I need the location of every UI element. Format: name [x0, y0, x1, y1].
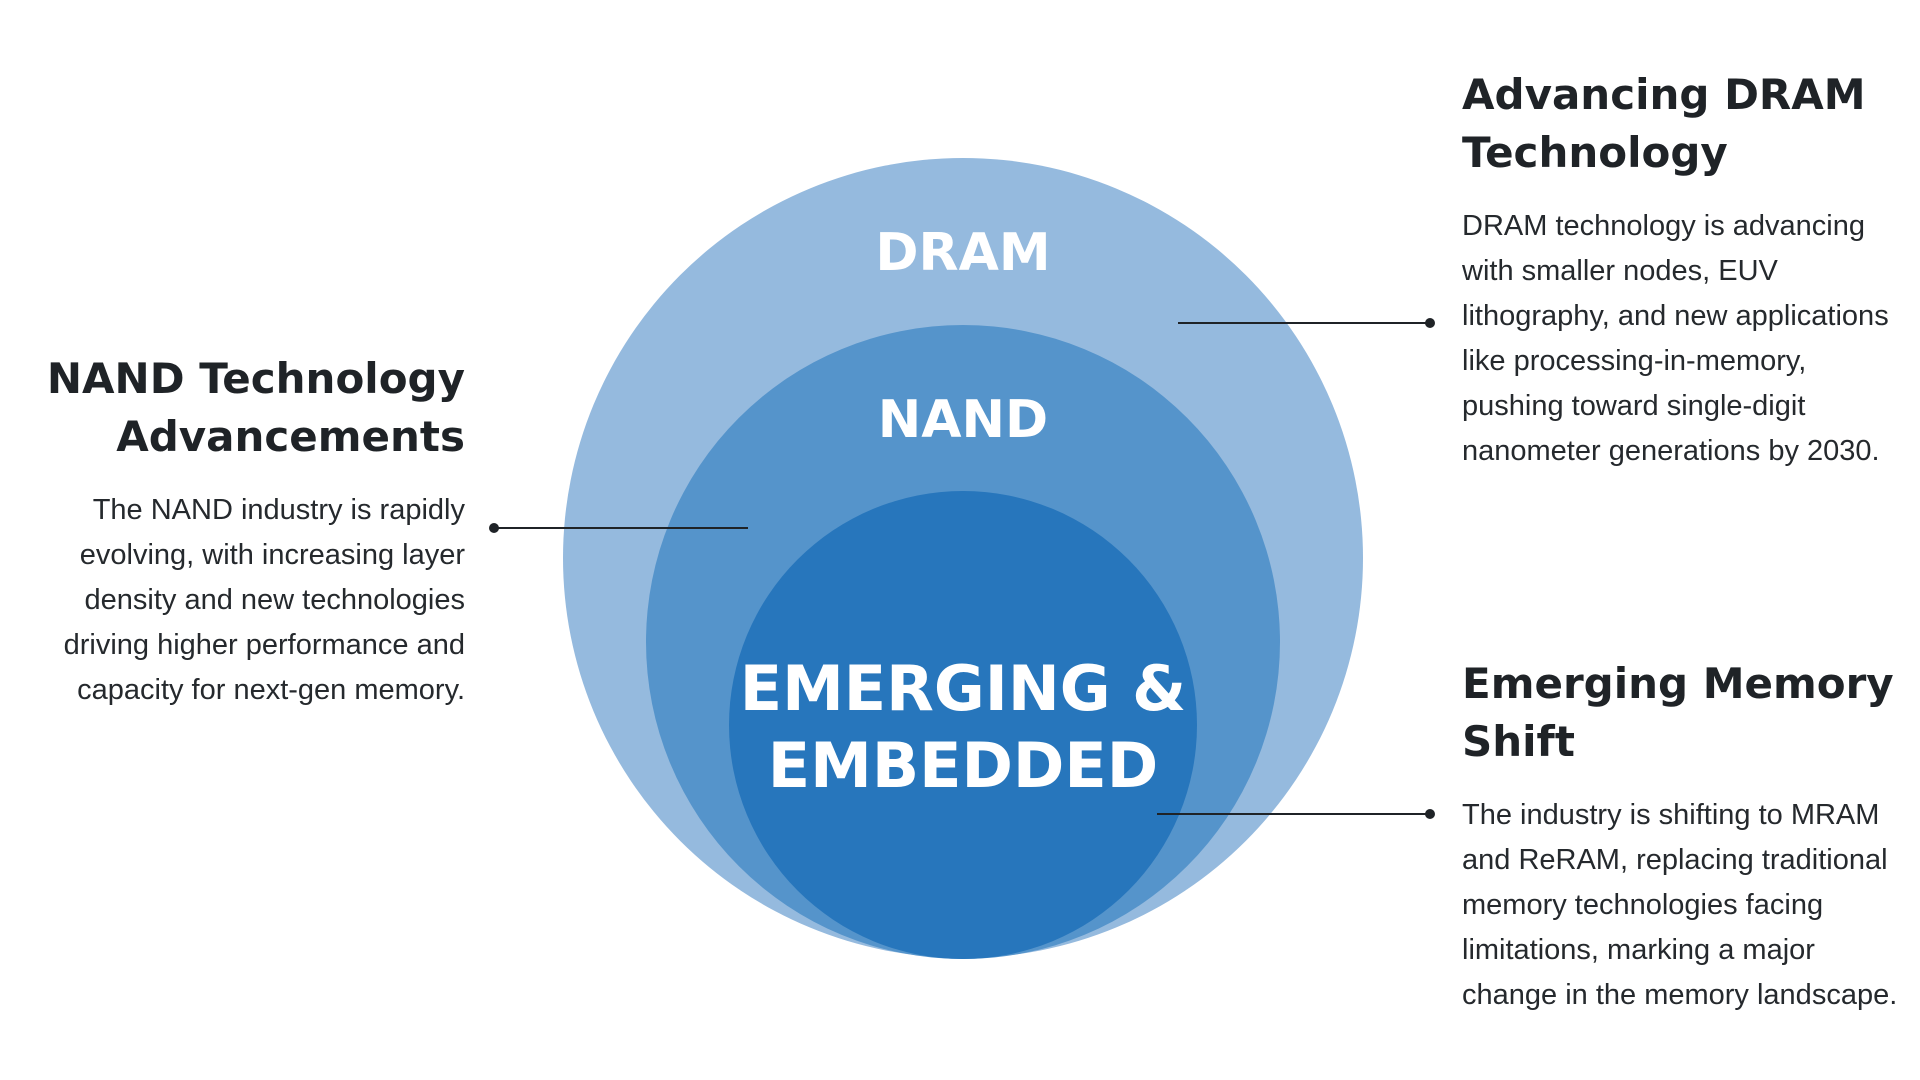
- nand-callout-body-line: evolving, with increasing layer: [79, 539, 465, 571]
- connector-dram-dot: [1425, 318, 1435, 328]
- connector-nand-dot: [489, 523, 499, 533]
- emerging-callout-title-line1: Emerging Memory: [1462, 659, 1894, 708]
- nand-callout-title: NAND Technology Advancements: [28, 350, 465, 466]
- connector-emerging-dot: [1425, 809, 1435, 819]
- dram-callout-body-line: DRAM technology is advancing: [1462, 210, 1865, 242]
- nand-callout-body-line: density and new technologies: [84, 584, 465, 616]
- emerging-callout-body-line: change in the memory landscape.: [1462, 979, 1898, 1011]
- dram-callout-title-line2: Technology: [1462, 128, 1728, 177]
- emerging-circle-label-line1: EMERGING &: [740, 652, 1187, 725]
- emerging-circle-label-line2: EMBEDDED: [768, 729, 1158, 802]
- nand-circle-label: NAND: [878, 390, 1048, 450]
- nand-callout-body-line: driving higher performance and: [63, 629, 465, 661]
- connector-emerging: [1157, 809, 1435, 819]
- emerging-callout-body-line: and ReRAM, replacing traditional: [1462, 844, 1888, 876]
- dram-callout-body-line: like processing-in-memory,: [1462, 345, 1807, 377]
- emerging-callout-title: Emerging Memory Shift: [1462, 655, 1920, 771]
- nand-callout-body-line: capacity for next-gen memory.: [77, 674, 465, 706]
- connector-dram: [1178, 318, 1435, 328]
- emerging-callout: Emerging Memory Shift The industry is sh…: [1462, 655, 1920, 1018]
- nand-callout-body-line: The NAND industry is rapidly: [92, 494, 465, 526]
- dram-callout-body-line: nanometer generations by 2030.: [1462, 435, 1880, 467]
- dram-callout-title-line1: Advancing DRAM: [1462, 70, 1866, 119]
- emerging-callout-title-line2: Shift: [1462, 717, 1575, 766]
- dram-circle-label: DRAM: [875, 223, 1050, 283]
- emerging-callout-body-line: limitations, marking a major: [1462, 934, 1815, 966]
- nand-callout: NAND Technology Advancements The NAND in…: [28, 350, 465, 713]
- dram-callout-body-line: with smaller nodes, EUV: [1462, 255, 1778, 287]
- emerging-callout-body: The industry is shifting to MRAM and ReR…: [1462, 793, 1920, 1018]
- emerging-callout-body-line: memory technologies facing: [1462, 889, 1824, 921]
- nand-callout-title-line1: NAND Technology: [46, 354, 465, 403]
- nand-callout-title-line2: Advancements: [116, 412, 465, 461]
- nand-callout-body: The NAND industry is rapidly evolving, w…: [28, 488, 465, 713]
- dram-callout: Advancing DRAM Technology DRAM technolog…: [1462, 66, 1920, 474]
- connector-nand: [489, 523, 748, 533]
- dram-callout-body-line: pushing toward single-digit: [1462, 390, 1806, 422]
- emerging-callout-body-line: The industry is shifting to MRAM: [1462, 799, 1880, 831]
- dram-callout-body-line: lithography, and new applications: [1462, 300, 1889, 332]
- emerging-embedded-circle: [729, 491, 1197, 959]
- dram-callout-title: Advancing DRAM Technology: [1462, 66, 1920, 182]
- dram-callout-body: DRAM technology is advancing with smalle…: [1462, 204, 1920, 474]
